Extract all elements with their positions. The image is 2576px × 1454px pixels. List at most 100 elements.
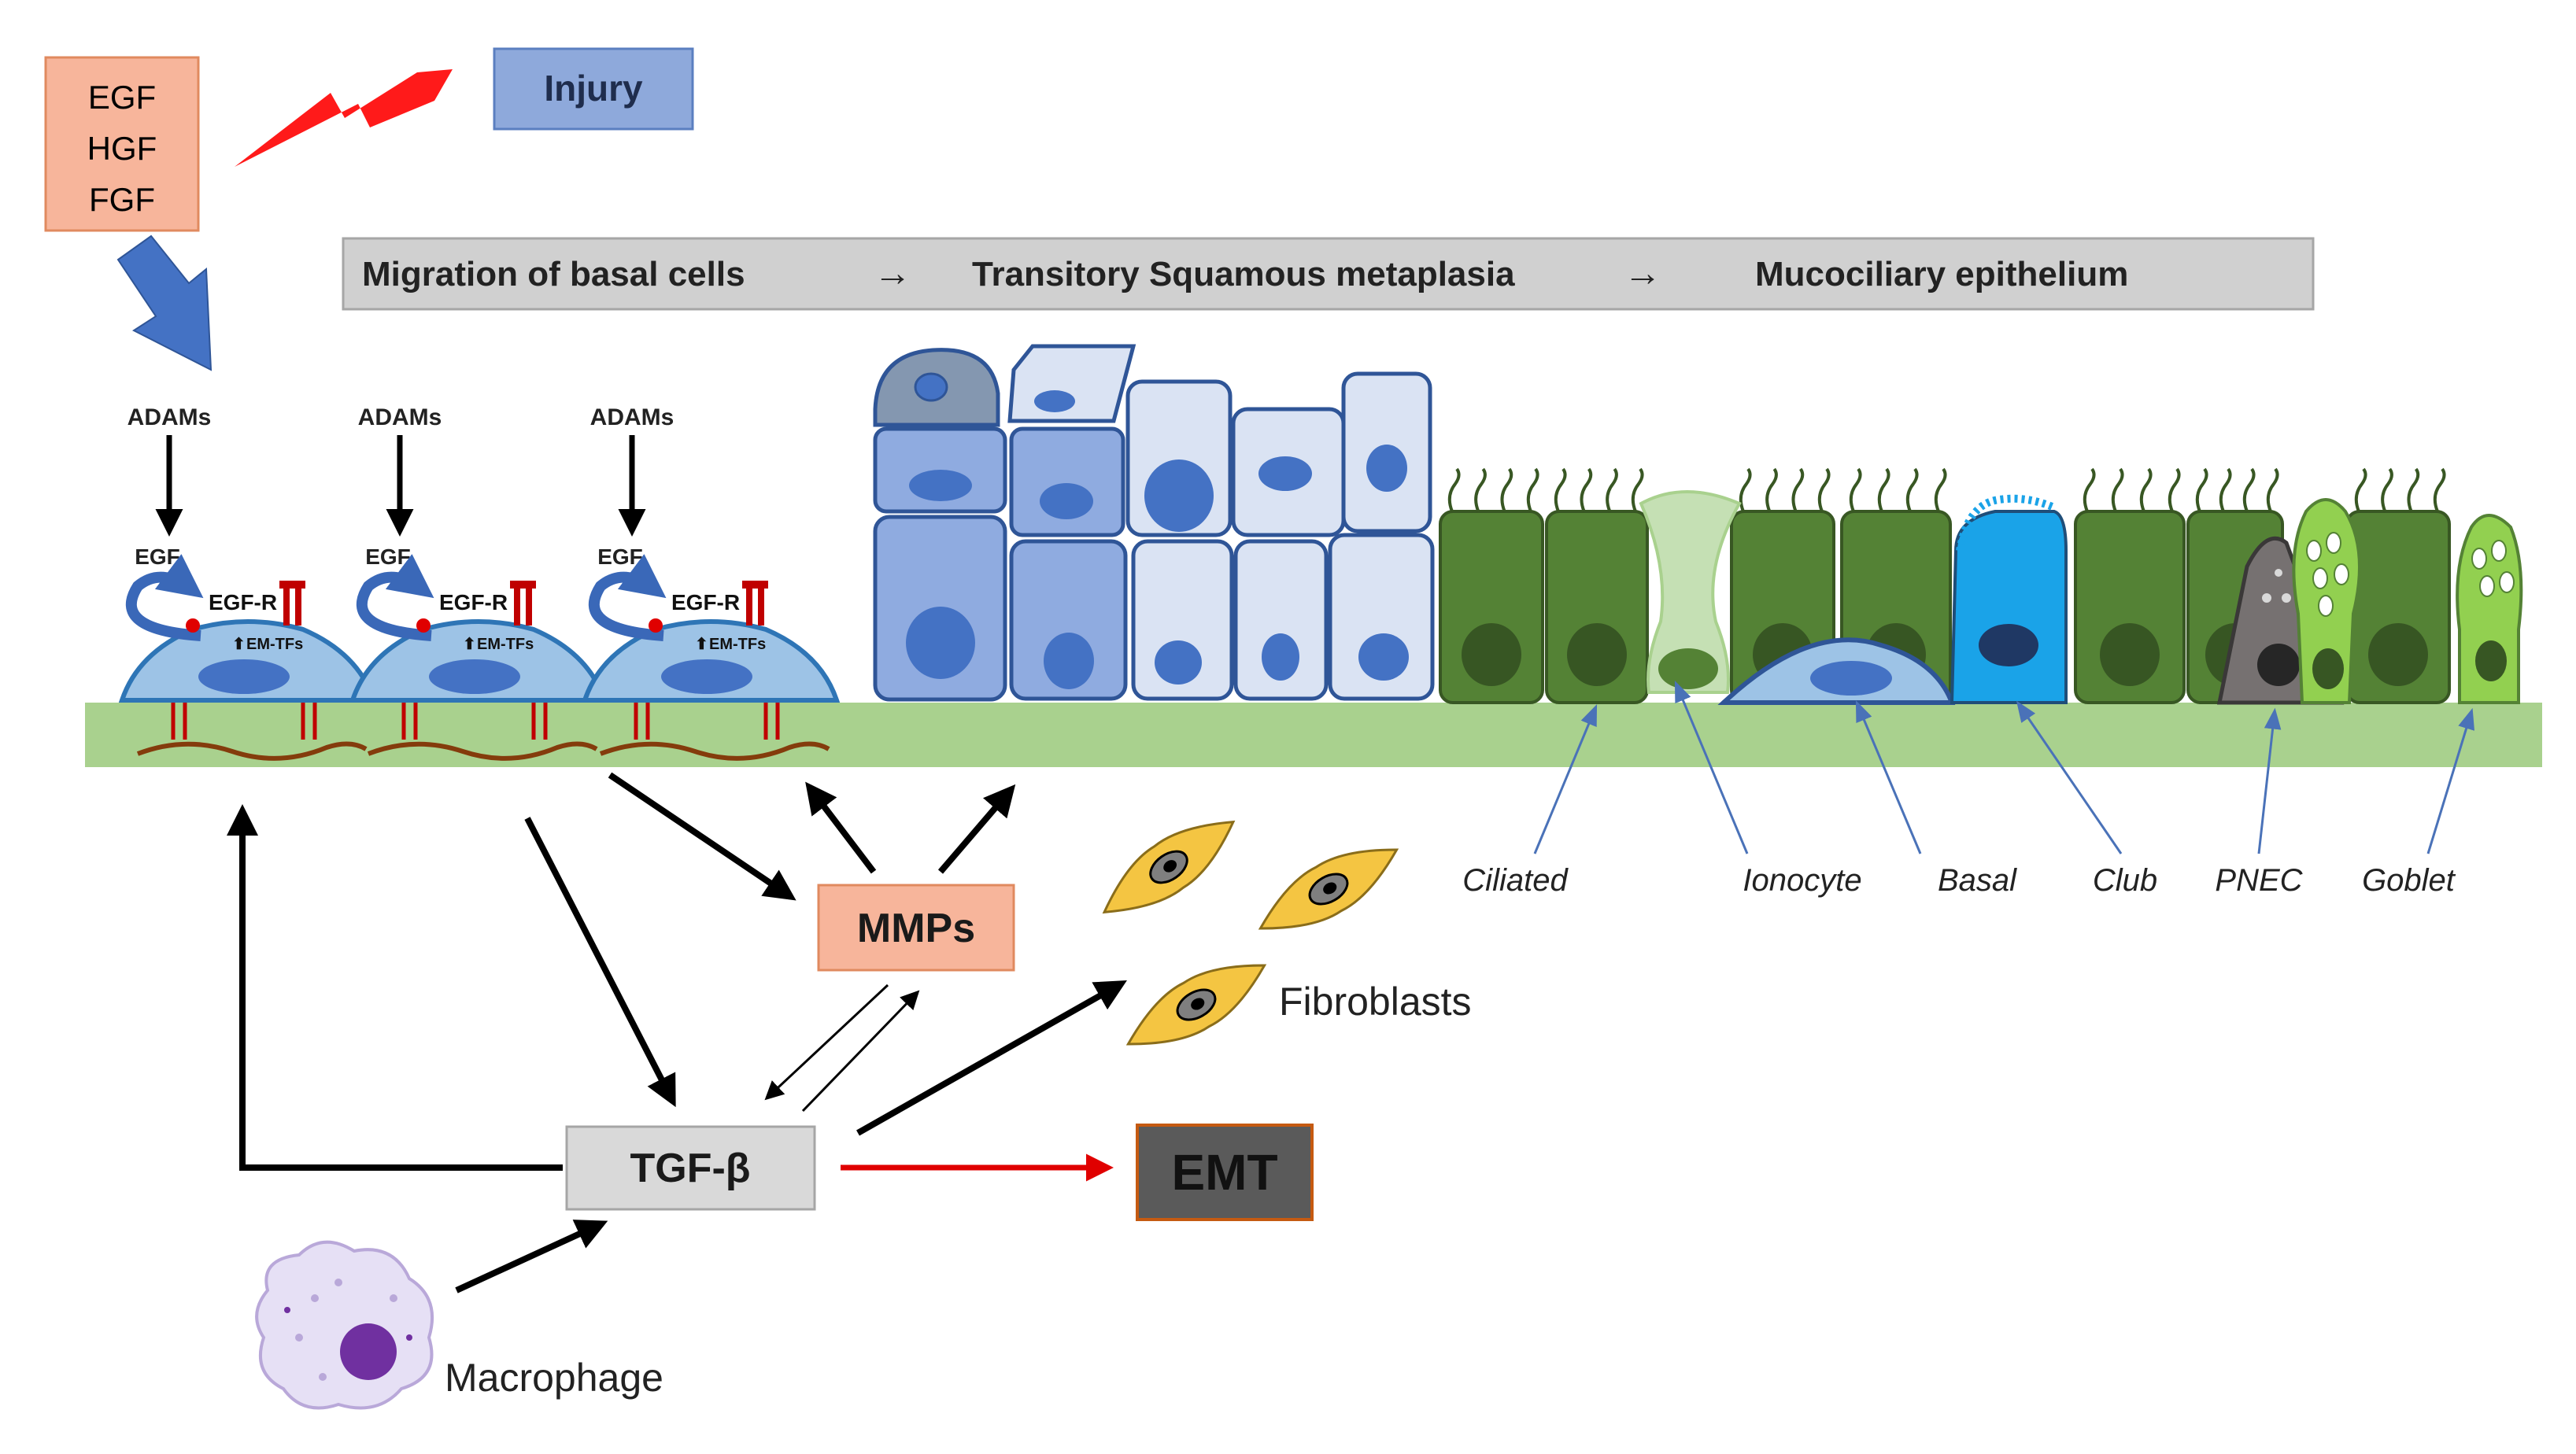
- emt-label: EMT: [1171, 1144, 1277, 1201]
- granule: [390, 1294, 397, 1302]
- basement-membrane: [85, 703, 2542, 767]
- egfr-receptor: [514, 586, 520, 626]
- goblet-cell: [2456, 514, 2523, 704]
- mucin-granule: [2499, 571, 2515, 593]
- cilium: [2195, 467, 2208, 512]
- nucleus: [1044, 633, 1094, 689]
- autocrine-arrow: [588, 554, 667, 641]
- granule: [311, 1294, 319, 1302]
- autocrine-arrow: [356, 554, 434, 641]
- stage-mucociliary: Mucociliary epithelium: [1755, 255, 2128, 293]
- injury-label: Injury: [544, 68, 643, 109]
- cilium: [2381, 467, 2393, 512]
- mucin-granule: [2318, 595, 2334, 617]
- mucin-granule: [2334, 563, 2349, 585]
- cilium: [2111, 467, 2124, 512]
- lightning-icon: [235, 69, 453, 167]
- mucin-granule: [2479, 575, 2495, 597]
- nucleus: [909, 470, 972, 501]
- growth-factor-fgf: FGF: [89, 181, 155, 218]
- ciliated-cell: [2074, 467, 2186, 704]
- emtfs-label: EM-TFs: [477, 636, 534, 653]
- arrow-tgfb-to-mmps: [801, 990, 920, 1113]
- pathway-arrows: [227, 772, 1127, 1293]
- cilium: [1791, 467, 1805, 512]
- arrow-mmps-to-membrane-1: [805, 781, 877, 874]
- nucleus: [1567, 623, 1627, 686]
- fibroblasts-label: Fibroblasts: [1279, 980, 1472, 1024]
- cilium: [2168, 467, 2181, 512]
- mucin-granule: [2471, 548, 2487, 570]
- mmps-label: MMPs: [857, 906, 975, 951]
- cilium: [2407, 467, 2420, 512]
- cilium: [1554, 467, 1567, 512]
- nucleus: [2257, 644, 2300, 686]
- arrow-basal-to-mmps: [608, 772, 796, 901]
- ciliated-cell: [2345, 467, 2451, 704]
- arrow-tgfb-to-basal: [227, 804, 563, 1171]
- mucociliary-epithelium: [1439, 467, 2523, 705]
- granule: [284, 1307, 290, 1313]
- growth-factor-hgf: HGF: [87, 130, 157, 167]
- cell-type-labels: Ciliated Ionocyte Basal Club PNEC Goblet: [1462, 681, 2475, 898]
- bidirectional-arrows: [764, 983, 920, 1113]
- cilium: [1500, 467, 1513, 512]
- nucleus: [1258, 456, 1312, 491]
- cilium: [1849, 467, 1862, 512]
- ciliated-cell: [1545, 467, 1649, 704]
- label-ciliated: Ciliated: [1462, 863, 1569, 898]
- egfr-receptor: [742, 581, 768, 589]
- stage-arrow-2: →: [1624, 253, 1661, 294]
- blue-arrow-icon: [116, 234, 213, 371]
- stage-arrow-1: →: [874, 253, 911, 294]
- club-cell: [1950, 510, 2068, 704]
- nucleus: [1144, 459, 1214, 532]
- fibroblast-cell: [1258, 848, 1399, 930]
- egfr-receptor: [279, 581, 305, 589]
- nucleus: [198, 659, 290, 694]
- granule: [2275, 569, 2282, 577]
- fibroblast-cell: [1102, 820, 1236, 914]
- cilium: [1765, 467, 1778, 512]
- emtfs-label-arrow: ⬆: [232, 636, 246, 653]
- cilium: [1606, 467, 1618, 512]
- mucin-granule: [2312, 567, 2328, 589]
- granule: [334, 1279, 342, 1286]
- egf-label: EGF: [597, 544, 643, 569]
- nucleus: [1366, 445, 1407, 492]
- growth-factor-egf: EGF: [88, 79, 156, 116]
- nucleus: [914, 372, 948, 402]
- nucleus: [1658, 648, 1718, 689]
- pointer-basal: [1855, 700, 1922, 854]
- nucleus: [661, 659, 752, 694]
- cilium: [1580, 467, 1593, 512]
- cilium: [1934, 467, 1947, 512]
- growth-factor-box: EGF HGF FGF: [44, 56, 200, 232]
- fibroblast-group: Fibroblasts: [1102, 820, 1472, 1046]
- egfr-label: EGF-R: [671, 590, 740, 614]
- egfr-receptor: [295, 586, 301, 626]
- label-club: Club: [2093, 863, 2157, 898]
- stage-metaplasia: Transitory Squamous metaplasia: [972, 255, 1515, 293]
- arrow-macrophage-to-tgfb: [455, 1220, 608, 1293]
- cilium: [1474, 467, 1487, 512]
- egf-ligand: [649, 618, 663, 633]
- nucleus: [2368, 623, 2428, 686]
- adams-label: ADAMs: [358, 404, 442, 430]
- nucleus: [2100, 623, 2160, 686]
- cilium: [1739, 467, 1752, 512]
- pointer-pnec: [2257, 707, 2282, 854]
- granule: [319, 1373, 327, 1381]
- nucleus: [1262, 633, 1299, 681]
- cilium: [2219, 467, 2232, 512]
- metaplasia-cell: [1009, 426, 1125, 537]
- goblet-cell: [2292, 498, 2361, 704]
- cilium: [1526, 467, 1539, 512]
- egf-ligand: [186, 618, 200, 633]
- nucleus: [1358, 633, 1409, 681]
- mucin-granule: [2306, 540, 2322, 562]
- stage-migration: Migration of basal cells: [362, 255, 745, 293]
